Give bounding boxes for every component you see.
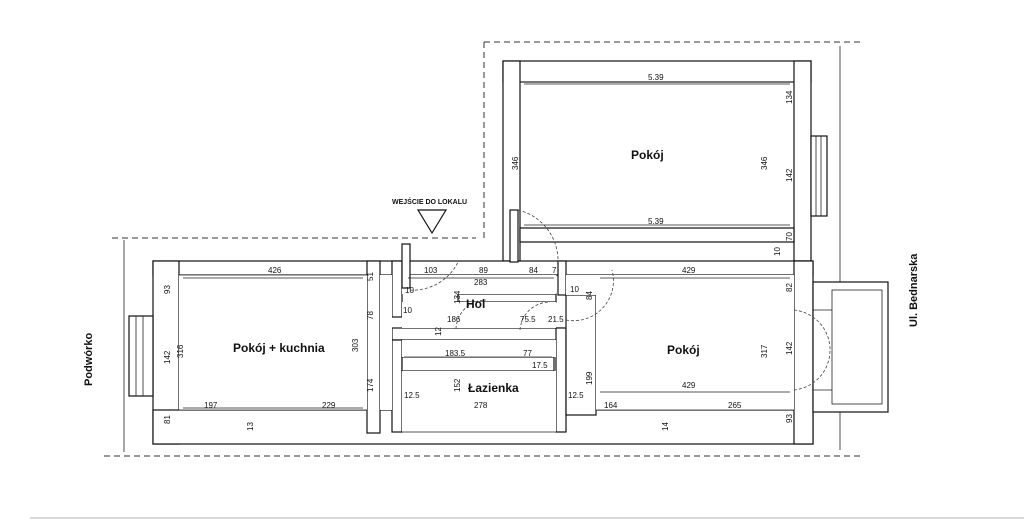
street-label-left: Podwórko xyxy=(83,333,95,386)
dim-label: 10 xyxy=(570,285,579,294)
dim-label: 21.5 xyxy=(548,315,564,324)
bottom-divider xyxy=(30,517,1024,519)
dim-label: 7 xyxy=(552,266,557,275)
dim-label: 229 xyxy=(322,401,336,410)
dim-label: 81 xyxy=(163,415,172,424)
dim-label: 93 xyxy=(785,414,794,423)
dimension-lines xyxy=(183,83,790,409)
room-label-pokoj-right: Pokój xyxy=(667,343,700,357)
dim-label: 84 xyxy=(585,291,594,300)
window-left xyxy=(128,315,154,397)
dim-label: 82 xyxy=(785,283,794,292)
dim-label: 10 xyxy=(773,247,782,256)
dim-label: 14 xyxy=(661,422,670,431)
dashed-boundary xyxy=(104,41,862,457)
entry-label: WEJŚCIE DO LOKALU xyxy=(392,197,467,206)
dim-label: 17.5 xyxy=(532,361,548,370)
dim-label: 93 xyxy=(163,285,172,294)
dim-label: 12 xyxy=(434,327,443,336)
dim-label: 183.5 xyxy=(445,349,466,358)
dim-label: 142 xyxy=(163,350,172,364)
balcony xyxy=(812,281,889,413)
dim-label: 142 xyxy=(785,341,794,355)
dim-label: 5.39 xyxy=(648,73,664,82)
room-label-pokoj-top: Pokój xyxy=(631,148,664,162)
dim-label: 75.5 xyxy=(520,315,536,324)
dim-label: 10 xyxy=(403,306,412,315)
dim-label: 199 xyxy=(585,371,594,385)
room-label-pokoj-kuchnia: Pokój + kuchnia xyxy=(233,341,325,355)
dim-label: 429 xyxy=(682,381,696,390)
dim-label: 5.39 xyxy=(648,217,664,226)
dim-label: 303 xyxy=(351,338,360,352)
room-label-hol: Hol xyxy=(466,297,485,311)
dim-label: 186 xyxy=(447,315,461,324)
dim-label: 278 xyxy=(474,401,488,410)
dim-label: 426 xyxy=(268,266,282,275)
dim-label: 316 xyxy=(176,344,185,358)
dim-label: 142 xyxy=(785,168,794,182)
dim-label: 152 xyxy=(453,378,462,392)
dim-label: 174 xyxy=(366,378,375,392)
dim-label: 429 xyxy=(682,266,696,275)
dim-label: 12.5 xyxy=(568,391,584,400)
entry-marker xyxy=(416,209,448,235)
dim-label: 346 xyxy=(760,156,769,170)
dim-label: 265 xyxy=(728,401,742,410)
dim-label: 89 xyxy=(479,266,488,275)
dim-label: 51 xyxy=(366,272,375,281)
dim-label: 78 xyxy=(366,311,375,320)
dim-label: 103 xyxy=(424,266,438,275)
dim-label: 317 xyxy=(760,344,769,358)
dim-label: 10 xyxy=(405,286,414,295)
lower-walls xyxy=(152,260,814,445)
balcony-door xyxy=(793,309,831,391)
dim-label: 77 xyxy=(523,349,532,358)
dim-label: 346 xyxy=(511,156,520,170)
dim-label: 134 xyxy=(785,90,794,104)
dim-label: 197 xyxy=(204,401,218,410)
dim-label: 283 xyxy=(474,278,488,287)
room-label-lazienka: Łazienka xyxy=(468,381,519,395)
doors xyxy=(401,209,614,331)
dim-label: 84 xyxy=(529,266,538,275)
window-top-right xyxy=(810,135,828,217)
dim-label: 13 xyxy=(246,422,255,431)
street-label-right: Ul. Bednarska xyxy=(908,253,920,327)
dim-label: 134 xyxy=(453,290,462,304)
dim-label: 70 xyxy=(785,232,794,241)
dim-label: 12.5 xyxy=(404,391,420,400)
dim-label: 164 xyxy=(604,401,618,410)
